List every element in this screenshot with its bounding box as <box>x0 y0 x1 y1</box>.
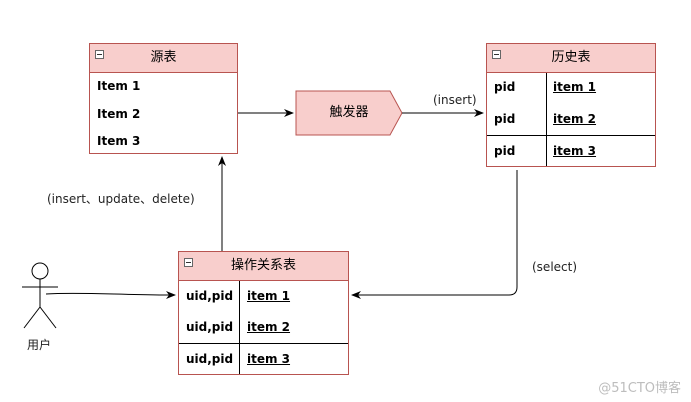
relation-table-header: 操作关系表 <box>179 252 348 281</box>
trigger-shape <box>295 90 403 136</box>
collapse-icon[interactable] <box>95 50 104 59</box>
history-table-title: 历史表 <box>551 50 591 65</box>
history-key-1: pid <box>494 80 516 94</box>
collapse-icon[interactable] <box>184 258 193 267</box>
edge-history-to-relation <box>351 170 518 299</box>
watermark: @51CTO博客 <box>598 381 681 396</box>
history-value-3: item 3 <box>553 144 597 158</box>
source-table-header: 源表 <box>90 44 237 73</box>
source-row-2: Item 2 <box>97 107 141 121</box>
column-divider <box>546 73 547 166</box>
row-divider <box>179 343 348 344</box>
source-table-title: 源表 <box>150 50 177 65</box>
relation-key-2: uid,pid <box>186 320 234 334</box>
history-table[interactable]: 历史表 pid item 1 pid item 2 pid item 3 <box>486 43 656 167</box>
edge-label-select: (select) <box>532 260 578 274</box>
edge-user-to-relation <box>45 290 176 299</box>
source-row-1: Item 1 <box>97 79 141 93</box>
source-row-3: Item 3 <box>97 134 141 148</box>
edge-label-insert-update-delete: (insert、update、delete) <box>47 192 195 206</box>
column-divider <box>239 281 240 374</box>
collapse-icon[interactable] <box>492 50 501 59</box>
user-label: 用户 <box>27 338 52 352</box>
row-divider <box>487 135 655 136</box>
relation-table-title: 操作关系表 <box>230 258 296 273</box>
relation-table[interactable]: 操作关系表 uid,pid item 1 uid,pid item 2 uid,… <box>178 251 349 375</box>
history-value-1: item 1 <box>553 80 597 94</box>
relation-key-1: uid,pid <box>186 289 234 303</box>
relation-value-2: item 2 <box>247 320 291 334</box>
relation-key-3: uid,pid <box>186 352 234 366</box>
history-key-3: pid <box>494 144 516 158</box>
edge-label-insert: (insert) <box>433 93 477 107</box>
source-table[interactable]: 源表 Item 1 Item 2 Item 3 <box>89 43 238 154</box>
trigger-label[interactable]: 触发器 <box>329 105 369 120</box>
relation-value-3: item 3 <box>247 352 291 366</box>
history-table-header: 历史表 <box>487 44 655 73</box>
user-actor-icon <box>22 262 58 329</box>
relation-value-1: item 1 <box>247 289 291 303</box>
history-key-2: pid <box>494 112 516 126</box>
history-value-2: item 2 <box>553 112 597 126</box>
